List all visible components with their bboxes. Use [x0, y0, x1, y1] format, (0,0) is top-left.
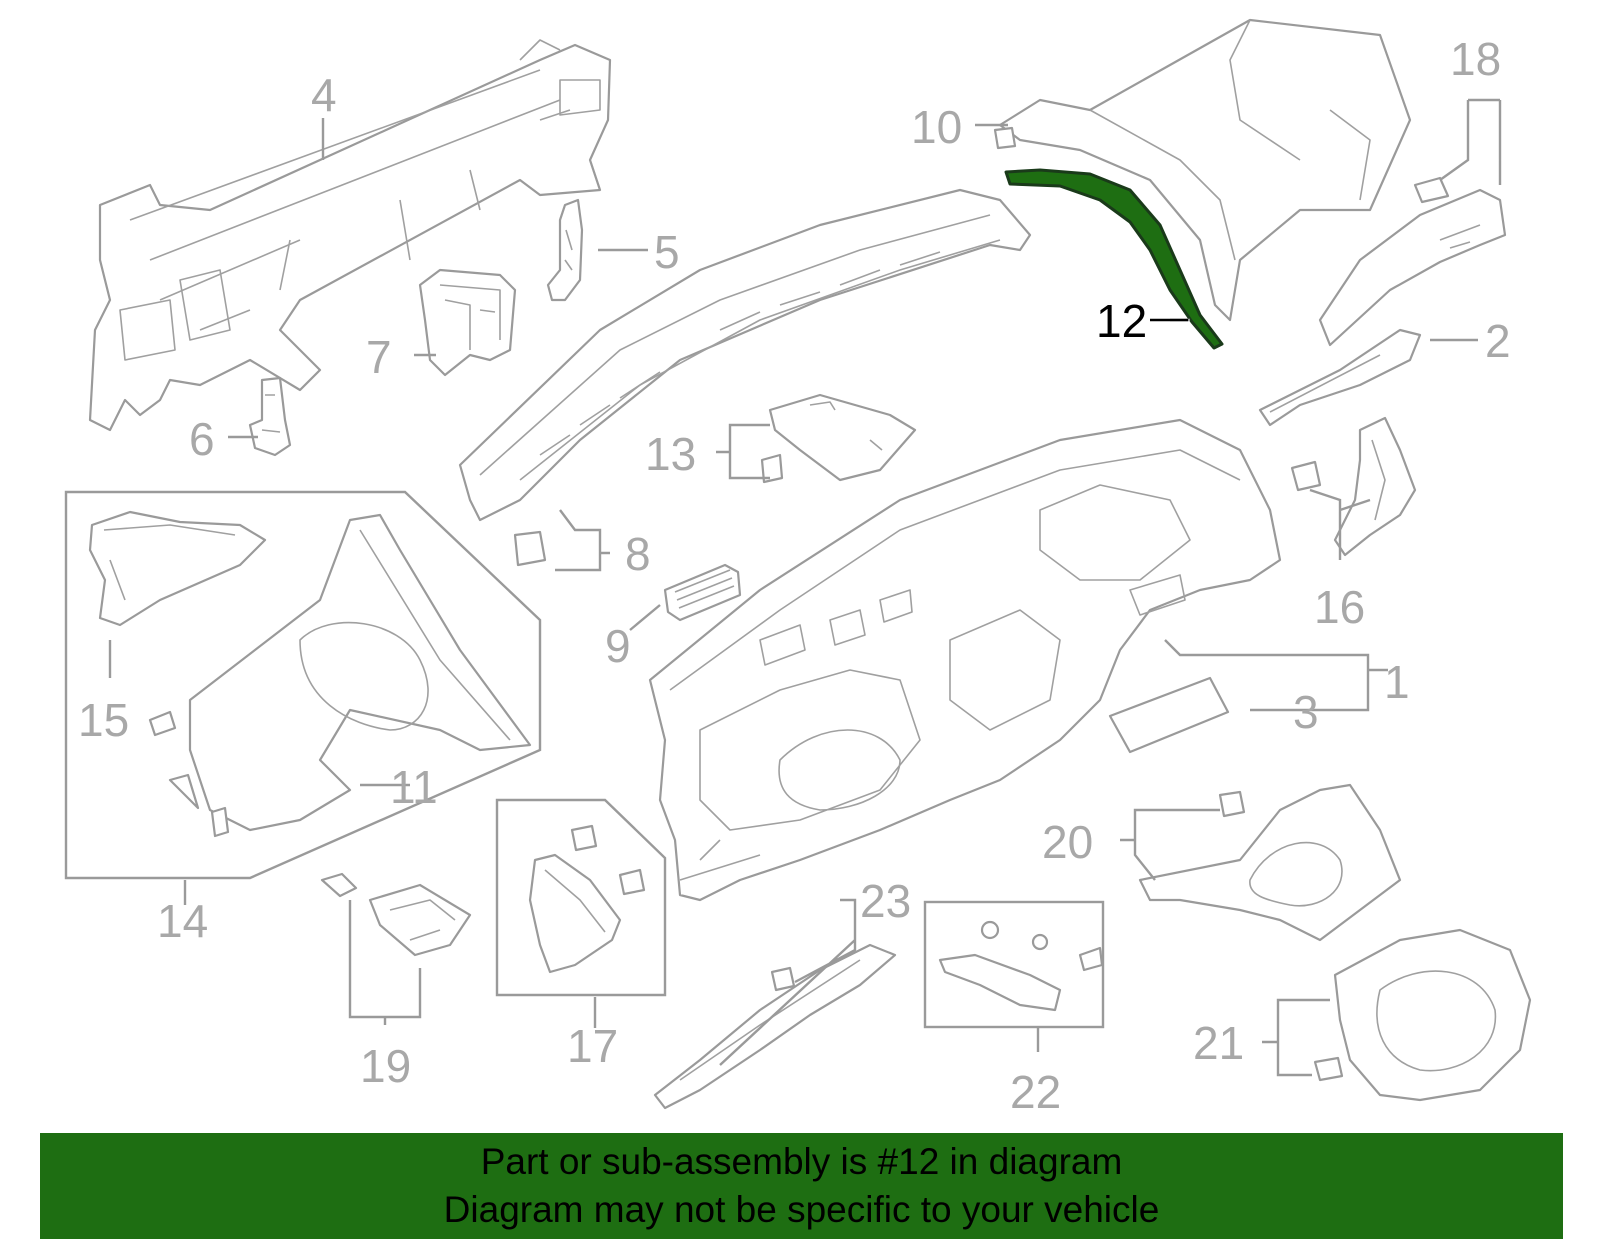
label-18: 18: [1450, 33, 1501, 85]
part-6-bracket[interactable]: [248, 376, 292, 457]
label-8: 8: [625, 528, 651, 580]
label-5: 5: [654, 226, 680, 278]
part-20-panel[interactable]: [1138, 783, 1402, 942]
label-1: 1: [1384, 656, 1410, 708]
label-21: 21: [1193, 1017, 1244, 1069]
part-11-insulator[interactable]: [148, 513, 532, 838]
label-15: 15: [78, 694, 129, 746]
label-20: 20: [1042, 816, 1093, 868]
part-17-trim[interactable]: [528, 824, 646, 974]
part-22-bracket[interactable]: [938, 920, 1104, 1012]
banner-line-disclaimer: Diagram may not be specific to your vehi…: [443, 1189, 1160, 1230]
part-labels: 4 5 7 6 10 12 18 2 13 8 9 1 3 16 15 11 1…: [78, 33, 1511, 1118]
label-10: 10: [911, 101, 962, 153]
part-9-vent[interactable]: [663, 563, 742, 622]
part-8-defroster-panel[interactable]: [458, 188, 1032, 567]
part-12-highlighted-trim[interactable]: [1004, 168, 1224, 350]
part-16-end-cap[interactable]: [1290, 416, 1417, 557]
label-11: 11: [390, 761, 438, 813]
part-7-bracket[interactable]: [418, 268, 517, 377]
part-1-instrument-panel[interactable]: [648, 418, 1282, 902]
part-23-lower-trim[interactable]: [653, 943, 897, 1110]
label-14: 14: [157, 895, 208, 947]
label-12: 12: [1096, 295, 1147, 347]
leader-lines: [108, 98, 1502, 1077]
label-19: 19: [360, 1040, 411, 1092]
part-19-bracket[interactable]: [320, 872, 472, 957]
part-4-crosscar-beam[interactable]: [88, 39, 612, 432]
part-5-bracket[interactable]: [546, 198, 584, 302]
banner-line-part: Part or sub-assembly is #12 in diagram: [480, 1141, 1123, 1182]
part-2-trim-bar[interactable]: [1258, 328, 1422, 427]
label-23: 23: [860, 875, 911, 927]
part-13-cover[interactable]: [760, 393, 917, 484]
part-3-pad[interactable]: [1108, 676, 1230, 754]
label-4: 4: [311, 69, 337, 121]
label-13: 13: [645, 428, 696, 480]
part-15-insulator[interactable]: [88, 510, 267, 627]
label-3: 3: [1293, 686, 1319, 738]
label-7: 7: [366, 331, 392, 383]
part-18-trim[interactable]: [1318, 176, 1507, 347]
label-16: 16: [1314, 581, 1365, 633]
label-6: 6: [189, 413, 215, 465]
label-22: 22: [1010, 1066, 1061, 1118]
part-21-knee-panel[interactable]: [1313, 928, 1532, 1102]
label-17: 17: [567, 1020, 618, 1072]
label-2: 2: [1485, 315, 1511, 367]
notice-banner: Part or sub-assembly is #12 in diagram D…: [40, 1133, 1563, 1239]
label-9: 9: [605, 620, 631, 672]
part-10-upper-cover[interactable]: [993, 18, 1412, 322]
